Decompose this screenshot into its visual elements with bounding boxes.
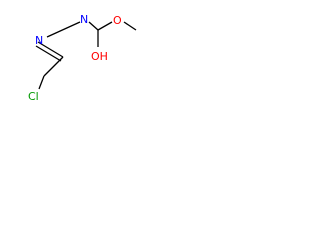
atom-hydroxyl: OH: [91, 50, 108, 63]
atom-ether-oxygen: O: [113, 14, 122, 27]
atom-label-layer: Cl N N O OH: [28, 13, 122, 103]
atom-chlorine: Cl: [28, 90, 39, 103]
atom-imine-nitrogen: N: [35, 34, 43, 47]
bond-ch-n-double-b: [35, 45, 62, 62]
chemical-structure: Cl N N O OH: [28, 13, 137, 103]
bond-layer: [35, 21, 137, 90]
bond-c-o: [97, 21, 113, 31]
bond-ch-n-double-a: [37, 41, 64, 58]
bond-n-n: [46, 21, 81, 38]
atom-amine-nitrogen: N: [80, 13, 88, 26]
bond-cl-ch2: [38, 75, 45, 90]
bond-o-ch3: [123, 21, 137, 31]
bond-n-c: [88, 21, 99, 31]
